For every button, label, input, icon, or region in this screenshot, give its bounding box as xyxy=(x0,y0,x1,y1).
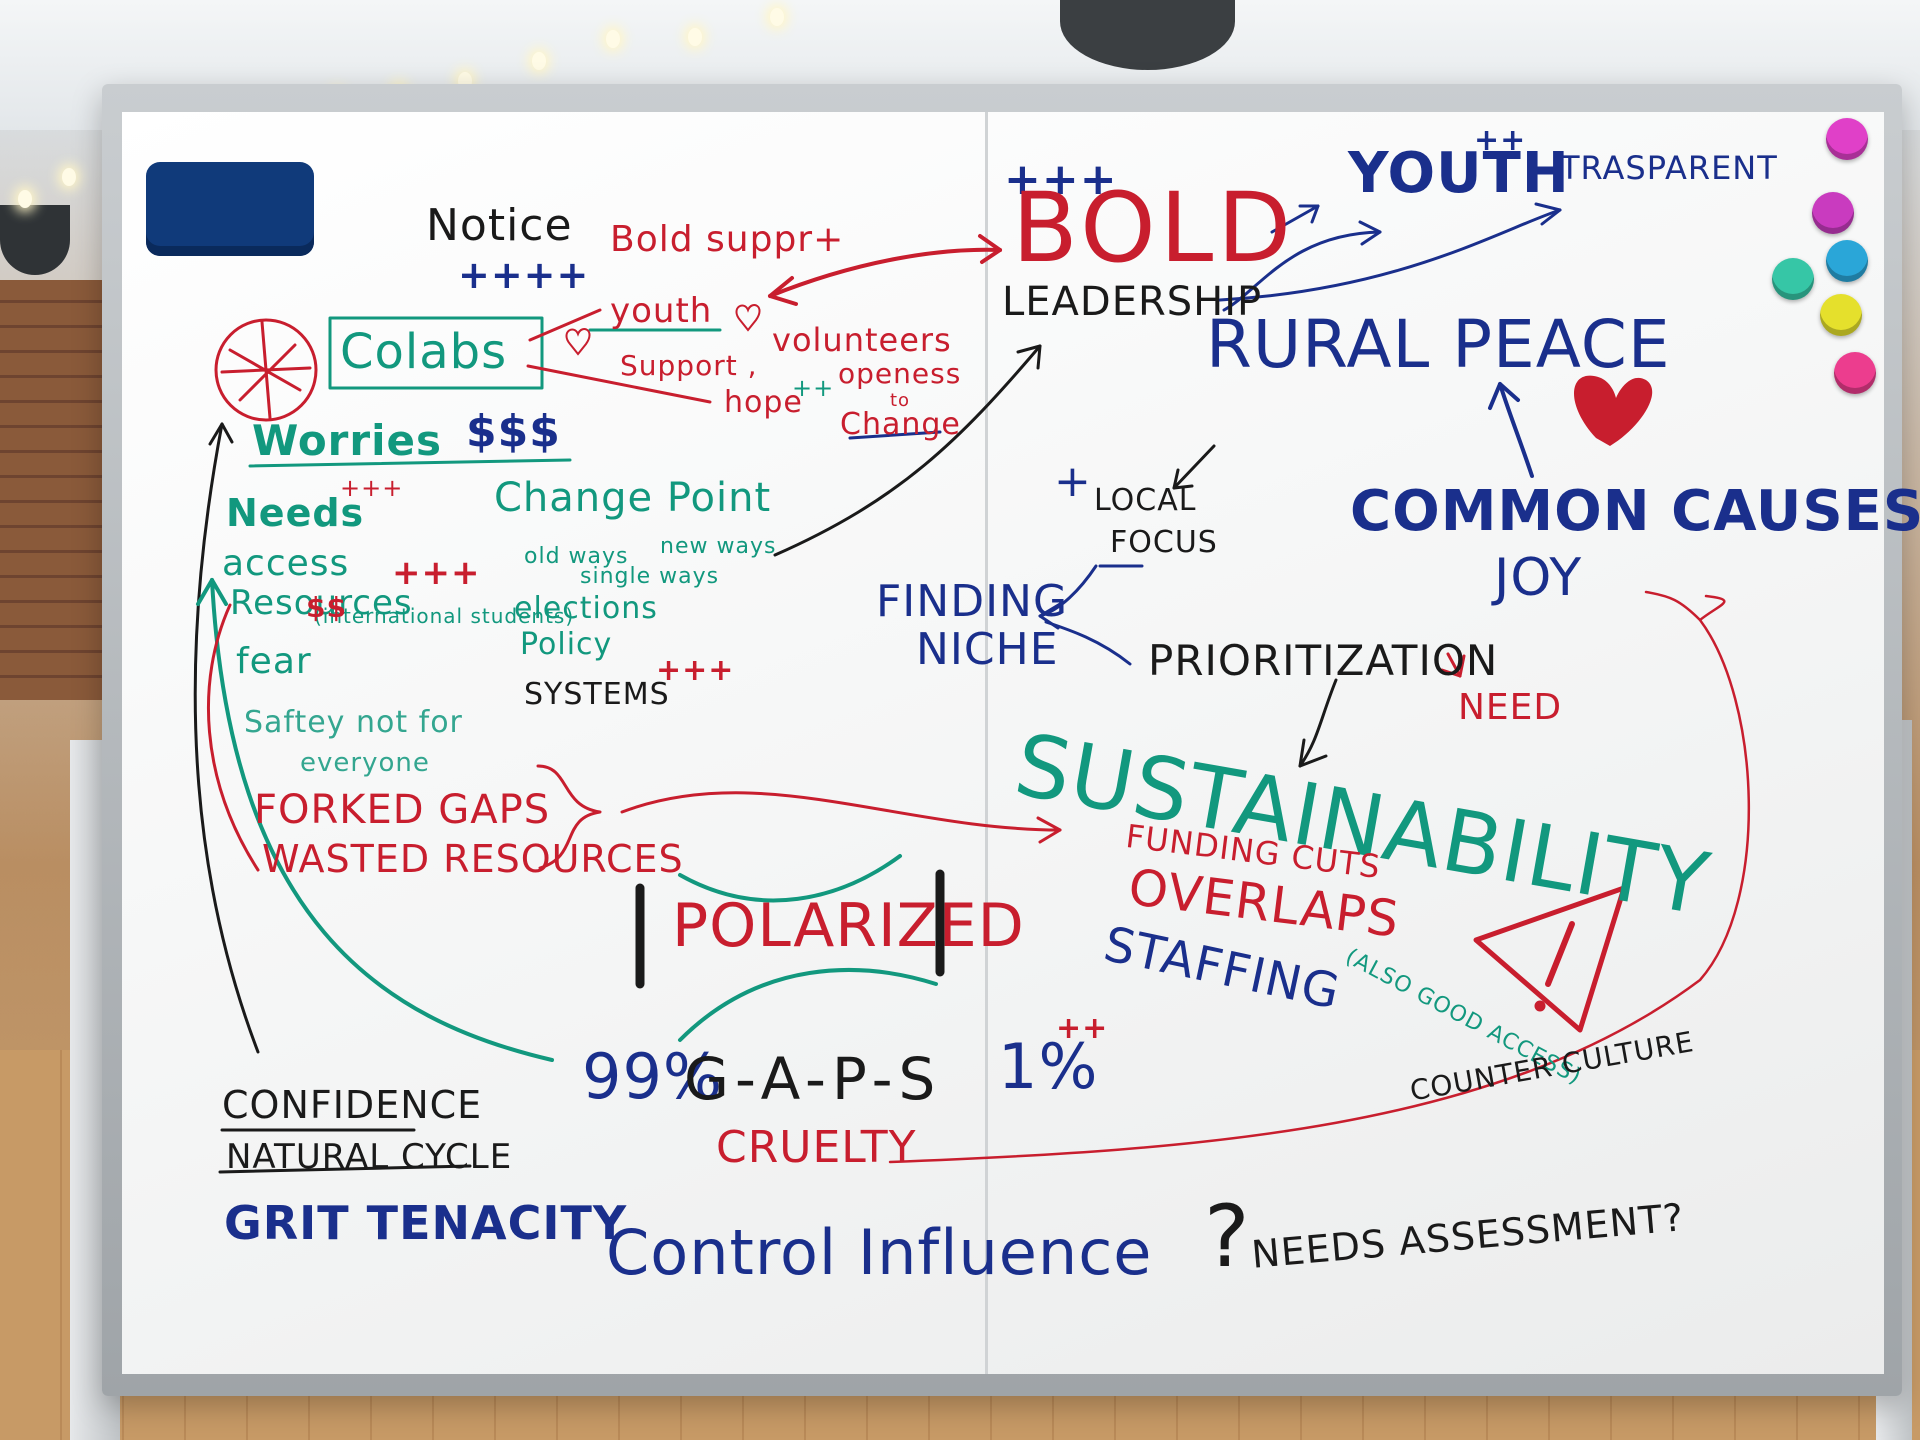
hope-plus-marks: ++ xyxy=(792,374,835,402)
change-text: Change xyxy=(840,407,961,442)
string-light-bulb xyxy=(18,190,32,208)
control-influence-text: Control Influence xyxy=(606,1216,1153,1289)
pct-1-plus-marks: ++ xyxy=(1056,1011,1109,1046)
bold-support-text: Bold suppr+ xyxy=(610,219,845,260)
magnet-pink[interactable] xyxy=(1826,118,1868,160)
natural-cycle-text: NATURAL CYCLE xyxy=(226,1137,513,1177)
local-text: LOCAL xyxy=(1094,483,1197,518)
string-light-bulb xyxy=(62,168,76,186)
worries-text: Worries xyxy=(252,416,442,465)
trasparent-text: TRASPARENT xyxy=(1560,149,1778,187)
change-point-text: Change Point xyxy=(494,475,772,521)
whiteboard-seam xyxy=(985,112,988,1374)
support-text: Support , xyxy=(620,349,758,382)
wasted-resources-text: WASTED RESOURCES xyxy=(262,837,684,881)
elections-text: elections xyxy=(514,591,658,626)
magnet-magenta[interactable] xyxy=(1812,192,1854,234)
old-ways-text: old ways xyxy=(524,544,629,569)
string-light-bulb xyxy=(532,52,546,70)
new-ways-text: new ways xyxy=(660,534,777,559)
gaps-text: G-A-P-S xyxy=(684,1045,942,1113)
focus-text: FOCUS xyxy=(1110,525,1218,560)
youth-text: youth xyxy=(610,291,713,331)
confidence-text: CONFIDENCE xyxy=(222,1083,483,1127)
magnet-teal[interactable] xyxy=(1772,258,1814,300)
grit-tenacity-text: GRIT TENACITY xyxy=(224,1196,628,1250)
pct-1-text: 1% xyxy=(998,1030,1099,1103)
hope-text: hope xyxy=(724,385,803,420)
magnet-yellow[interactable] xyxy=(1820,294,1862,336)
bold-plus-marks: +++ xyxy=(1004,154,1118,205)
whiteboard-eraser[interactable] xyxy=(146,162,314,256)
string-light-bulb xyxy=(606,30,620,48)
common-causes-text: COMMON CAUSES xyxy=(1350,479,1920,544)
string-light-bulb xyxy=(770,8,784,26)
access-text: access xyxy=(222,543,350,584)
openess-text: openess xyxy=(838,357,962,390)
question-mark-text: ? xyxy=(1204,1187,1251,1287)
leadership-text: LEADERSHIP xyxy=(1002,279,1263,325)
cruelty-text: CRUELTY xyxy=(716,1122,917,1173)
colabs-text: Colabs xyxy=(340,324,508,380)
fear-dollars-text: $$ xyxy=(306,591,347,624)
pendant-lamp-left xyxy=(0,205,70,275)
joy-text: JOY xyxy=(1494,548,1583,608)
plus-local-mark: + xyxy=(1054,456,1092,507)
polarized-text: POLARIZED xyxy=(672,891,1025,961)
forked-gaps-text: FORKED GAPS xyxy=(254,787,551,833)
needs-plus-marks: +++ xyxy=(340,474,404,502)
policy-text: Policy xyxy=(520,627,613,662)
resources-text: Resources xyxy=(230,583,413,623)
rural-peace-text: RURAL PEACE xyxy=(1206,306,1671,383)
youth-top-text: YOUTH xyxy=(1348,141,1570,206)
volunteers-text: volunteers xyxy=(772,321,952,359)
saftey-text: Saftey not for xyxy=(244,705,463,740)
need-text: NEED xyxy=(1458,687,1563,728)
youth-plus-marks: ++ xyxy=(1474,123,1527,158)
string-light-bulb xyxy=(688,28,702,46)
niche-text: NICHE xyxy=(916,624,1059,675)
magnet-pink-lower[interactable] xyxy=(1834,352,1876,394)
systems-text: SYSTEMS xyxy=(524,677,670,712)
needs-text: Needs xyxy=(226,491,365,535)
notice-plus-marks: ++++ xyxy=(458,253,590,297)
pct-99-text: 99% xyxy=(582,1040,723,1113)
notice-text: Notice xyxy=(426,200,573,251)
bold-text: BOLD xyxy=(1012,172,1296,284)
systems-plus-marks: +++ xyxy=(656,653,735,688)
magnet-blue[interactable] xyxy=(1826,240,1868,282)
everyone-text: everyone xyxy=(300,748,430,778)
finding-text: FINDING xyxy=(876,576,1069,627)
prioritization-text: PRIORITIZATION xyxy=(1148,636,1499,685)
to-text: to xyxy=(890,390,911,411)
dollars-text: $$$ xyxy=(466,406,561,457)
fear-text: fear xyxy=(236,641,312,682)
international-students-text: (international students) xyxy=(314,604,575,628)
single-ways-text: single ways xyxy=(580,564,720,589)
resources-plus-marks: +++ xyxy=(392,553,481,593)
